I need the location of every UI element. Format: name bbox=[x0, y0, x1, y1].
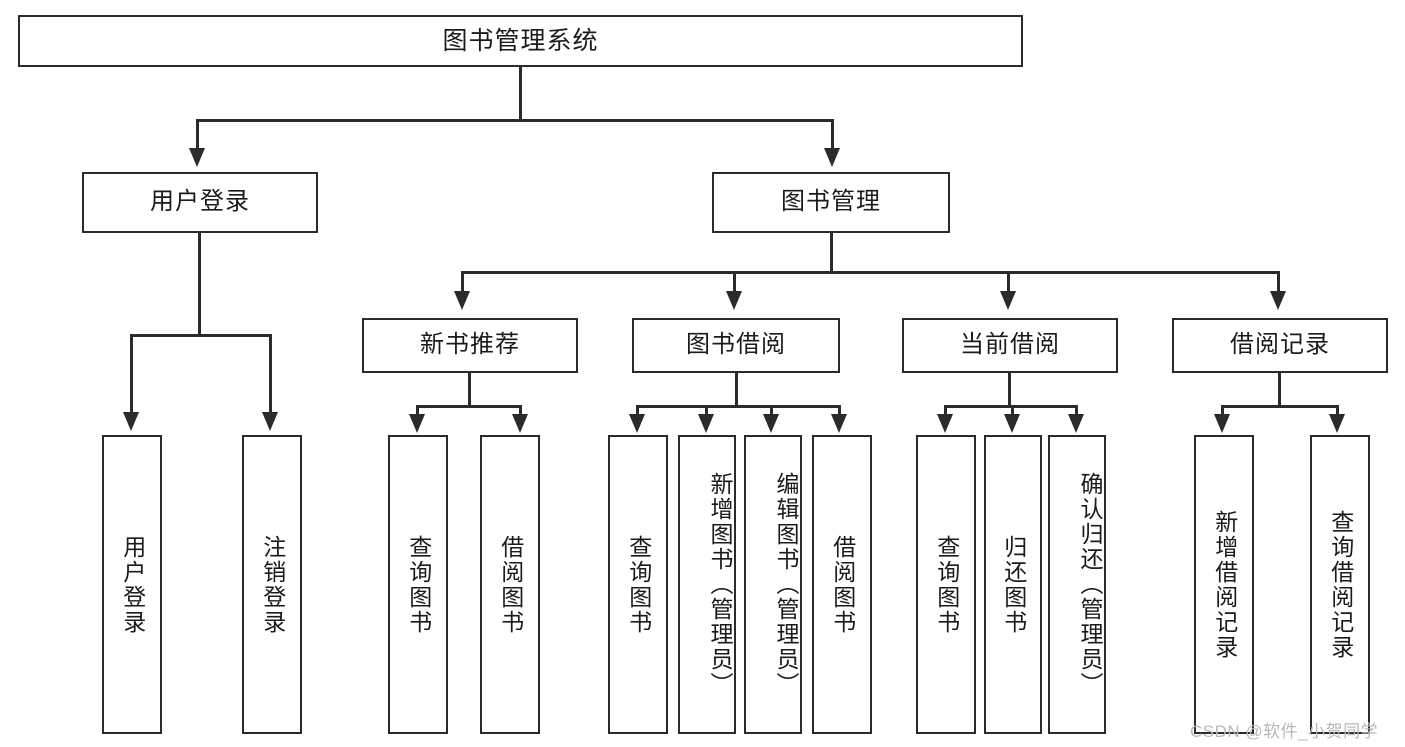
leaf-bb-borrow-book[interactable]: 借阅图书 bbox=[812, 435, 872, 734]
connector-user-login-stem bbox=[198, 233, 201, 337]
node-new-book-recommend[interactable]: 新书推荐 bbox=[362, 318, 578, 373]
connector-cb-drop-2 bbox=[1011, 405, 1014, 418]
connector-root-drop-left bbox=[196, 119, 199, 152]
connector-cb-drop-3 bbox=[1075, 405, 1078, 418]
node-label: 用户登录 bbox=[119, 534, 146, 635]
connector-nbr-drop-2 bbox=[519, 405, 522, 418]
connector-br-drop-1 bbox=[1221, 405, 1224, 418]
node-label: 图书管理系统 bbox=[442, 27, 599, 55]
node-label: 借阅图书 bbox=[829, 534, 856, 635]
leaf-cb-return-book[interactable]: 归还图书 bbox=[984, 435, 1042, 734]
arrow-to-leaf-br-add-record bbox=[1214, 414, 1230, 433]
connector-root-bus bbox=[196, 119, 834, 122]
connector-cb-drop-1 bbox=[944, 405, 947, 418]
leaf-br-add-record[interactable]: 新增借阅记录 bbox=[1194, 435, 1254, 734]
arrow-to-leaf-cb-confirm-return bbox=[1068, 414, 1084, 433]
node-label: 图书管理 bbox=[781, 188, 881, 216]
connector-user-login-drop-2 bbox=[269, 334, 272, 416]
arrow-to-book-management bbox=[824, 148, 840, 167]
node-book-borrow[interactable]: 图书借阅 bbox=[632, 318, 840, 373]
node-label: 编辑图书（管理员） bbox=[773, 472, 799, 697]
arrow-to-leaf-user-login bbox=[123, 412, 139, 431]
arrow-to-leaf-nbr-query-book bbox=[409, 414, 425, 433]
arrow-to-leaf-bb-edit-book bbox=[763, 414, 779, 433]
arrow-to-leaf-logout bbox=[262, 412, 278, 431]
arrow-to-book-borrow bbox=[726, 291, 742, 310]
node-borrow-record[interactable]: 借阅记录 bbox=[1172, 318, 1388, 373]
leaf-cb-confirm-return[interactable]: 确认归还（管理员） bbox=[1048, 435, 1106, 734]
node-label: 新书推荐 bbox=[420, 331, 520, 359]
arrow-to-leaf-bb-borrow-book bbox=[831, 414, 847, 433]
leaf-nbr-borrow-book[interactable]: 借阅图书 bbox=[480, 435, 540, 734]
arrow-to-leaf-cb-return-book bbox=[1004, 414, 1020, 433]
connector-br-drop-2 bbox=[1336, 405, 1339, 418]
node-label: 查询图书 bbox=[933, 534, 960, 635]
node-user-login[interactable]: 用户登录 bbox=[82, 172, 318, 233]
connector-user-login-bus bbox=[130, 334, 272, 337]
connector-bm-drop-3 bbox=[1007, 271, 1010, 294]
leaf-cb-query-book[interactable]: 查询图书 bbox=[916, 435, 976, 734]
connector-nbr-drop-1 bbox=[416, 405, 419, 418]
node-label: 借阅图书 bbox=[497, 534, 524, 635]
connector-bb-drop-1 bbox=[636, 405, 639, 418]
connector-bb-drop-2 bbox=[705, 405, 708, 418]
connector-bm-drop-4 bbox=[1277, 271, 1280, 294]
node-label: 图书借阅 bbox=[686, 331, 786, 359]
connector-cb-stem bbox=[1008, 373, 1011, 408]
arrow-to-borrow-record bbox=[1270, 291, 1286, 310]
node-current-borrow[interactable]: 当前借阅 bbox=[902, 318, 1118, 373]
connector-bm-drop-2 bbox=[733, 271, 736, 294]
arrow-to-leaf-nbr-borrow-book bbox=[512, 414, 528, 433]
watermark-text: CSDN @软件_小贺同学 bbox=[1190, 722, 1379, 741]
leaf-bb-edit-book[interactable]: 编辑图书（管理员） bbox=[744, 435, 802, 734]
node-label: 当前借阅 bbox=[960, 331, 1060, 359]
connector-nbr-bus bbox=[416, 405, 522, 408]
node-label: 查询图书 bbox=[405, 534, 432, 635]
connector-bb-drop-4 bbox=[838, 405, 841, 418]
arrow-to-leaf-bb-query-book bbox=[629, 414, 645, 433]
connector-user-login-drop-1 bbox=[130, 334, 133, 416]
connector-root-drop-right bbox=[831, 119, 834, 152]
connector-bb-drop-3 bbox=[770, 405, 773, 418]
leaf-nbr-query-book[interactable]: 查询图书 bbox=[388, 435, 448, 734]
arrow-to-leaf-bb-add-book bbox=[698, 414, 714, 433]
connector-bm-drop-1 bbox=[461, 271, 464, 294]
connector-nbr-stem bbox=[468, 373, 471, 408]
connector-book-management-stem bbox=[830, 233, 833, 274]
arrow-to-new-book-recommend bbox=[454, 291, 470, 310]
node-label: 借阅记录 bbox=[1230, 331, 1330, 359]
node-book-management[interactable]: 图书管理 bbox=[712, 172, 950, 233]
connector-book-management-bus bbox=[461, 271, 1280, 274]
node-label: 注销登录 bbox=[259, 534, 286, 635]
connector-root-stem bbox=[519, 67, 522, 120]
arrow-to-current-borrow bbox=[1000, 291, 1016, 310]
arrow-to-user-login bbox=[189, 148, 205, 167]
arrow-to-leaf-br-query-record bbox=[1329, 414, 1345, 433]
leaf-user-login[interactable]: 用户登录 bbox=[102, 435, 162, 734]
node-label: 查询借阅记录 bbox=[1327, 509, 1354, 660]
connector-bb-stem bbox=[735, 373, 738, 408]
node-label: 归还图书 bbox=[1000, 534, 1027, 635]
leaf-bb-query-book[interactable]: 查询图书 bbox=[608, 435, 668, 734]
connector-br-bus bbox=[1221, 405, 1339, 408]
node-label: 用户登录 bbox=[150, 188, 250, 216]
leaf-logout[interactable]: 注销登录 bbox=[242, 435, 302, 734]
connector-bb-bus bbox=[636, 405, 841, 408]
connector-br-stem bbox=[1278, 373, 1281, 408]
node-label: 查询图书 bbox=[625, 534, 652, 635]
node-root-library-management-system[interactable]: 图书管理系统 bbox=[18, 15, 1023, 67]
node-label: 新增图书（管理员） bbox=[707, 472, 733, 697]
leaf-br-query-record[interactable]: 查询借阅记录 bbox=[1310, 435, 1370, 734]
leaf-bb-add-book[interactable]: 新增图书（管理员） bbox=[678, 435, 736, 734]
node-label: 确认归还（管理员） bbox=[1077, 472, 1103, 697]
arrow-to-leaf-cb-query-book bbox=[937, 414, 953, 433]
node-label: 新增借阅记录 bbox=[1211, 509, 1238, 660]
